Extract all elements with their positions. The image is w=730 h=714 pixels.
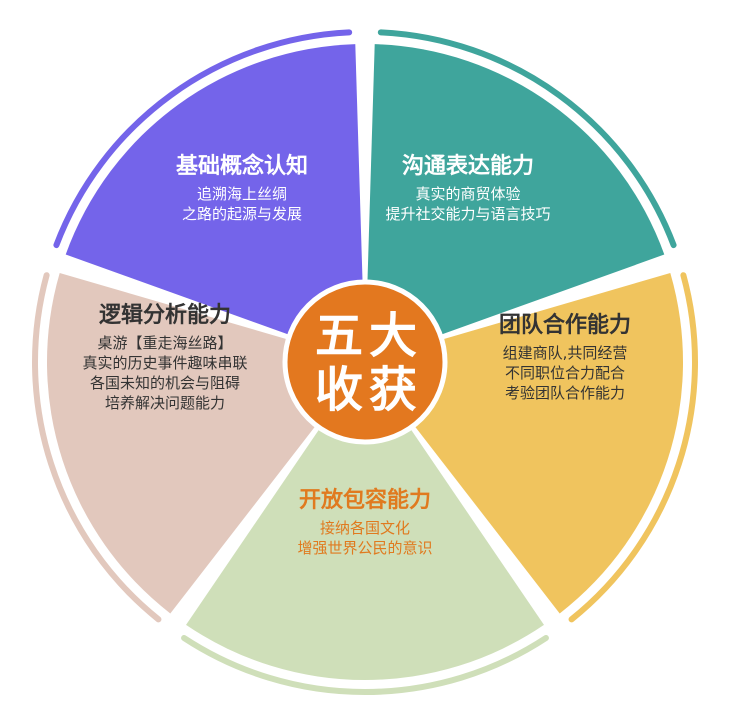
segment-description-line: 各国未知的机会与阻碍	[90, 374, 240, 392]
outer-rings	[32, 29, 698, 695]
segment-description-line: 增强世界公民的意识	[297, 539, 432, 557]
outer-ring-arc-2	[568, 272, 698, 623]
outer-ring-arc-5	[53, 29, 353, 249]
segment-title: 逻辑分析能力	[99, 302, 231, 328]
segment-description-line: 桌游【重走海丝路】	[97, 334, 232, 352]
segment-description-line: 培养解决问题能力	[105, 394, 225, 412]
segment-description-line: 接纳各国文化	[320, 519, 410, 537]
segment-description-line: 真实的商贸体验	[415, 185, 520, 203]
center-circle	[282, 279, 448, 445]
segment-description-line: 追溯海上丝绸	[197, 185, 287, 203]
wedge-3	[186, 362, 544, 681]
outer-ring-arc-3	[181, 634, 549, 695]
segment-title: 开放包容能力	[299, 487, 431, 513]
outer-ring-arc-4	[32, 272, 162, 623]
center-char-4: 获	[369, 362, 417, 418]
segment-title: 团队合作能力	[499, 312, 631, 338]
wedge-1	[365, 44, 665, 363]
outer-ring-arc-1	[377, 29, 677, 249]
segment-description-line: 不同职位合力配合	[505, 364, 625, 382]
segment-description-line: 之路的起源与发展	[182, 205, 302, 223]
center-char-2: 大	[369, 308, 417, 364]
segment-description-line: 真实的历史事件趣味串联	[82, 354, 247, 372]
segment-description-line: 组建商队,共同经营	[503, 344, 628, 362]
wedge-5	[65, 44, 366, 363]
center-char-3: 收	[315, 362, 363, 418]
segment-label-4: 逻辑分析能力桌游【重走海丝路】真实的历史事件趣味串联各国未知的机会与阻碍培养解决…	[82, 302, 247, 412]
center-char-1: 五	[315, 308, 363, 364]
segment-description-line: 考验团队合作能力	[505, 384, 625, 402]
segment-description-line: 提升社交能力与语言技巧	[385, 205, 550, 223]
center-hub: 五 大 收 获	[282, 279, 448, 445]
segment-title: 沟通表达能力	[402, 153, 534, 179]
segment-labels: 沟通表达能力真实的商贸体验提升社交能力与语言技巧团队合作能力组建商队,共同经营不…	[82, 153, 631, 557]
segment-title: 基础概念认知	[176, 153, 308, 179]
